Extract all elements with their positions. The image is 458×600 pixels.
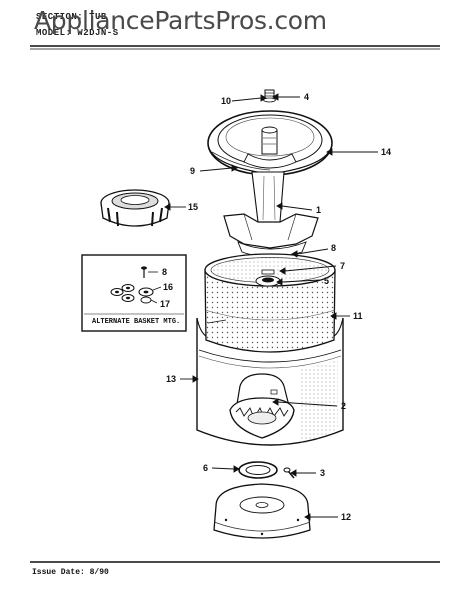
filter-cap: [100, 189, 170, 227]
callout-14: 14: [381, 147, 392, 157]
callout-15: 15: [188, 202, 199, 212]
callout-1: 1: [316, 205, 322, 215]
callout-11: 11: [353, 311, 363, 321]
watermark: AppliancePartsPros.com: [34, 6, 327, 35]
inset-caption: ALTERNATE BASKET MTG.: [92, 318, 181, 326]
callout-7: 7: [340, 261, 346, 271]
callout-2: 2: [341, 401, 347, 411]
tub-ring: [207, 110, 333, 176]
mounting-bolt: [283, 467, 295, 479]
inset-callout-8: 8: [162, 267, 168, 277]
outer-tub: [196, 317, 344, 446]
callout-13: 13: [166, 374, 177, 384]
callout-3: 3: [320, 468, 326, 478]
hub-bolt: [263, 89, 276, 103]
callout-6: 6: [203, 463, 209, 473]
callout-9: 9: [190, 166, 196, 176]
alternate-basket-inset: [81, 254, 187, 332]
tub-gasket: [238, 461, 278, 479]
inset-callout-16: 16: [163, 282, 174, 292]
section-label: SECTION: TUB: [36, 12, 107, 22]
issue-date: Issue Date: 8/90: [32, 568, 109, 577]
callout-4: 4: [304, 92, 310, 102]
inset-callout-17: 17: [160, 299, 171, 309]
agitator: [223, 171, 319, 258]
callout-5: 5: [324, 276, 330, 286]
callout-12: 12: [341, 512, 352, 522]
callout-10: 10: [221, 96, 232, 106]
tub-base-cover: [213, 483, 311, 539]
callout-leaders: [164, 93, 378, 521]
model-label: MODEL: W2DJN-S: [36, 28, 119, 38]
wash-basket: [204, 253, 336, 353]
callout-8: 8: [331, 243, 337, 253]
